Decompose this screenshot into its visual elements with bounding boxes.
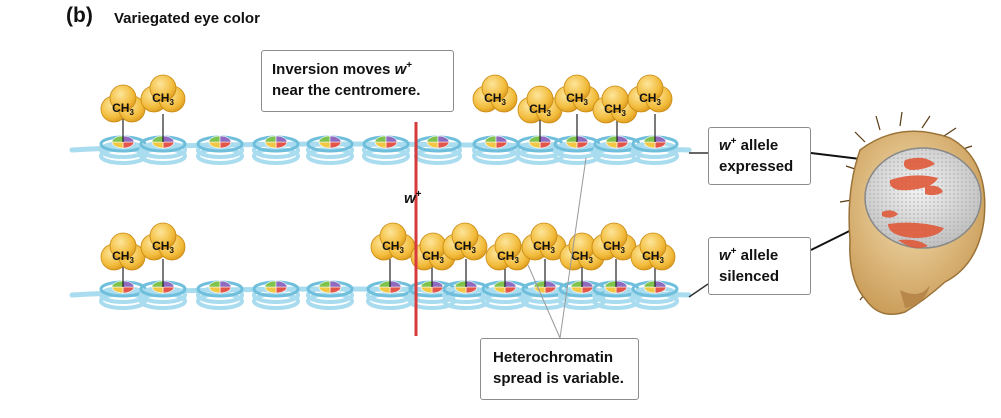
nucleosome	[366, 259, 414, 310]
nucleosome	[99, 114, 147, 165]
methyl-label: CH3	[566, 91, 588, 107]
methyl-group: CH3	[521, 222, 567, 261]
inversion-callout-line2: near the centromere.	[272, 82, 421, 99]
fruit-fly-head-illustration	[839, 111, 986, 315]
methyl-label: CH3	[603, 239, 625, 255]
methyl-label: CH3	[454, 239, 476, 255]
methyl-label: CH3	[484, 91, 506, 107]
expressed-callout: w+ allele expressed	[708, 127, 811, 185]
panel-title: Variegated eye color	[114, 10, 260, 27]
methyl-group: CH3	[100, 84, 146, 123]
inversion-callout-line1: Inversion moves w+	[272, 60, 413, 79]
heterochromatin-callout-line1: Heterochromatin	[493, 349, 614, 366]
methyl-group: CH3	[472, 74, 518, 113]
methyl-label: CH3	[112, 249, 134, 265]
nucleosome	[362, 135, 410, 165]
methyl-label: CH3	[571, 249, 593, 265]
methyl-label: CH3	[152, 239, 174, 255]
methyl-label: CH3	[639, 91, 661, 107]
methyl-group: CH3	[140, 222, 186, 261]
methyl-group: CH3	[591, 222, 637, 261]
methyl-label: CH3	[642, 249, 664, 265]
nucleosome	[139, 259, 187, 310]
methyl-group: CH3	[517, 85, 563, 124]
silenced-callout: w+ allele silenced	[708, 237, 811, 295]
nucleosome	[408, 259, 456, 310]
expressed-callout-line1: w+ allele	[719, 136, 779, 155]
heterochromatin-callout-line2: spread is variable.	[493, 370, 624, 387]
silenced-callout-line1: w+ allele	[719, 246, 779, 265]
nucleosome	[252, 135, 300, 165]
nucleosome	[252, 280, 300, 310]
methyl-group: CH3	[627, 74, 673, 113]
leader-lines	[527, 152, 709, 339]
nucleosome-group	[99, 114, 679, 310]
methyl-label: CH3	[422, 249, 444, 265]
methyl-label: CH3	[604, 102, 626, 118]
methyl-group: CH3	[442, 222, 488, 261]
methyl-group: CH3	[140, 74, 186, 113]
methyl-group: CH3	[100, 232, 146, 271]
nucleosome	[196, 280, 244, 310]
nucleosome	[139, 114, 187, 165]
methyl-label: CH3	[112, 101, 134, 117]
methyl-group: CH3	[370, 222, 416, 261]
nucleosome	[553, 114, 601, 165]
expressed-callout-line2: expressed	[719, 158, 794, 175]
panel-label: (b)	[66, 4, 93, 27]
w-plus-gene-label: w+	[404, 189, 422, 208]
nucleosome	[414, 135, 462, 165]
nucleosome	[306, 135, 354, 165]
methyl-group: CH3	[554, 74, 600, 113]
red-pigment-patches	[882, 157, 944, 248]
nucleosome	[196, 135, 244, 165]
silenced-callout-line2: silenced	[719, 268, 780, 285]
methyl-group: CH3	[630, 232, 676, 271]
methyl-label: CH3	[382, 239, 404, 255]
nucleosome	[631, 114, 679, 165]
methyl-label: CH3	[497, 249, 519, 265]
chromatin-strands	[69, 141, 692, 298]
methyl-label: CH3	[152, 91, 174, 107]
nucleosome	[472, 135, 520, 165]
methyl-label: CH3	[529, 102, 551, 118]
nucleosome	[306, 280, 354, 310]
inversion-callout: Inversion moves w+ near the centromere.	[261, 50, 454, 112]
heterochromatin-callout: Heterochromatin spread is variable.	[480, 338, 639, 400]
methyl-label: CH3	[533, 239, 555, 255]
